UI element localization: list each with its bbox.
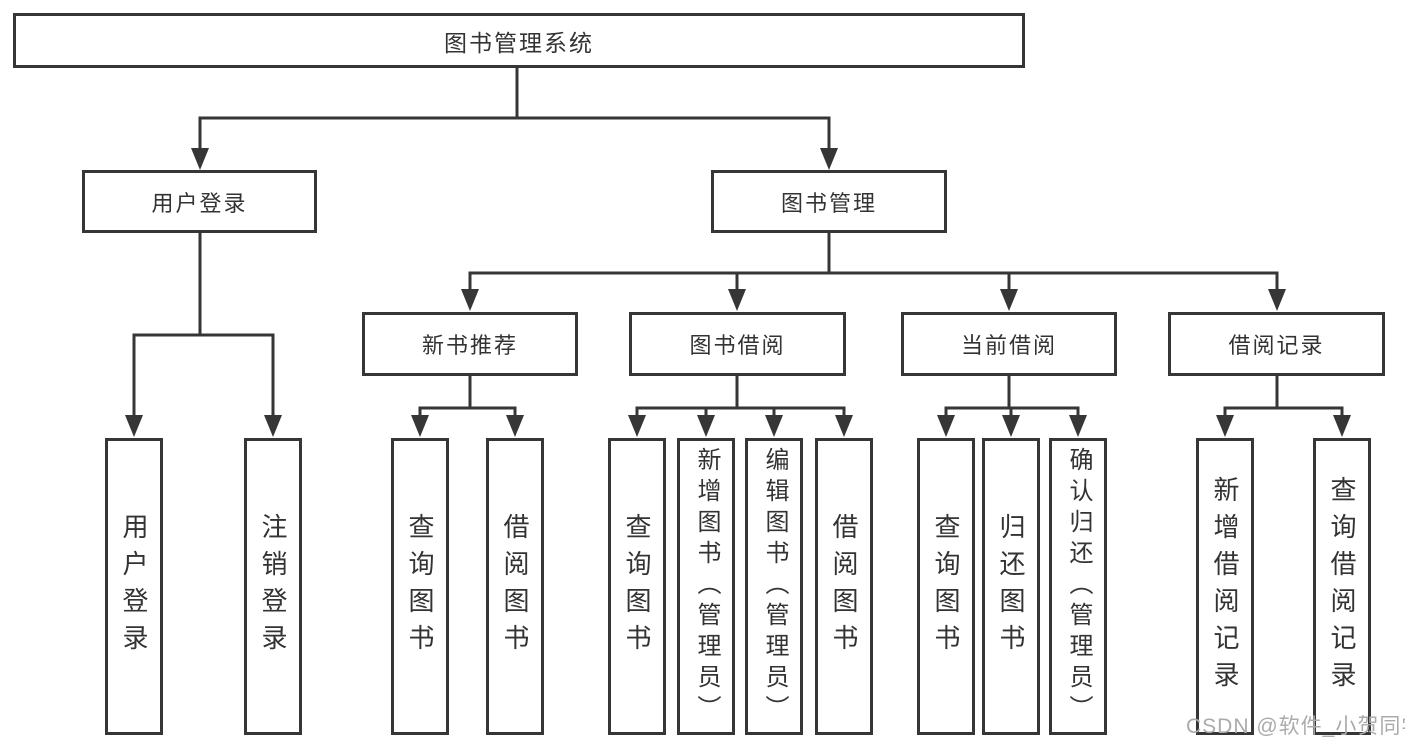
leaf-borrow-edit-book-admin: 编辑图书（管理员） xyxy=(745,438,803,735)
leaf-records-add-record: 新增借阅记录 xyxy=(1196,438,1254,735)
watermark: CSDN @软件_小贺同学 xyxy=(1186,715,1405,738)
leaf-recommend-query-book: 查询图书 xyxy=(391,438,449,735)
leaf-borrow-query-book: 查询图书 xyxy=(608,438,666,735)
arrow-down-icon xyxy=(765,415,783,437)
leaf-current-confirm-return-admin: 确认归还（管理员） xyxy=(1049,438,1107,735)
edges-borrow-records-to-leaves xyxy=(1216,375,1351,437)
leaf-records-query-record: 查询借阅记录 xyxy=(1313,438,1371,735)
edges-current-borrow-to-leaves xyxy=(937,375,1087,437)
arrow-down-icon xyxy=(1069,415,1087,437)
leaf-borrow-borrow-book: 借阅图书 xyxy=(815,438,873,735)
arrow-down-icon xyxy=(937,415,955,437)
node-current-borrow: 当前借阅 xyxy=(901,312,1117,376)
leaf-user-login: 用户登录 xyxy=(105,438,163,735)
arrow-down-icon xyxy=(820,148,838,170)
arrow-down-icon xyxy=(411,415,429,437)
arrow-down-icon xyxy=(628,415,646,437)
arrow-down-icon xyxy=(461,289,479,311)
edges-user-login-to-leaves xyxy=(125,232,282,437)
edges-book-management-to-level3 xyxy=(461,232,1286,311)
arrow-down-icon xyxy=(1333,415,1351,437)
node-user-login: 用户登录 xyxy=(82,170,317,233)
edges-book-borrow-to-leaves xyxy=(628,375,853,437)
node-root-library-system: 图书管理系统 xyxy=(13,13,1025,68)
node-new-book-recommend: 新书推荐 xyxy=(362,312,578,376)
arrow-down-icon xyxy=(835,415,853,437)
node-book-management: 图书管理 xyxy=(711,170,947,233)
arrow-down-icon xyxy=(1216,415,1234,437)
edges-new-book-recommend-to-leaves xyxy=(411,375,524,437)
arrow-down-icon xyxy=(125,415,143,437)
arrow-down-icon xyxy=(506,415,524,437)
arrow-down-icon xyxy=(697,415,715,437)
leaf-logout: 注销登录 xyxy=(244,438,302,735)
arrow-down-icon xyxy=(1268,289,1286,311)
arrow-down-icon xyxy=(728,289,746,311)
edges-root-to-level2 xyxy=(191,67,838,170)
leaf-current-return-book: 归还图书 xyxy=(982,438,1040,735)
node-book-borrow: 图书借阅 xyxy=(629,312,846,376)
leaf-borrow-add-book-admin: 新增图书（管理员） xyxy=(677,438,735,735)
node-borrow-records: 借阅记录 xyxy=(1168,312,1385,376)
arrow-down-icon xyxy=(1000,289,1018,311)
leaf-recommend-borrow-book: 借阅图书 xyxy=(486,438,544,735)
arrow-down-icon xyxy=(191,148,209,170)
arrow-down-icon xyxy=(1002,415,1020,437)
leaf-current-query-book: 查询图书 xyxy=(917,438,975,735)
arrow-down-icon xyxy=(264,415,282,437)
